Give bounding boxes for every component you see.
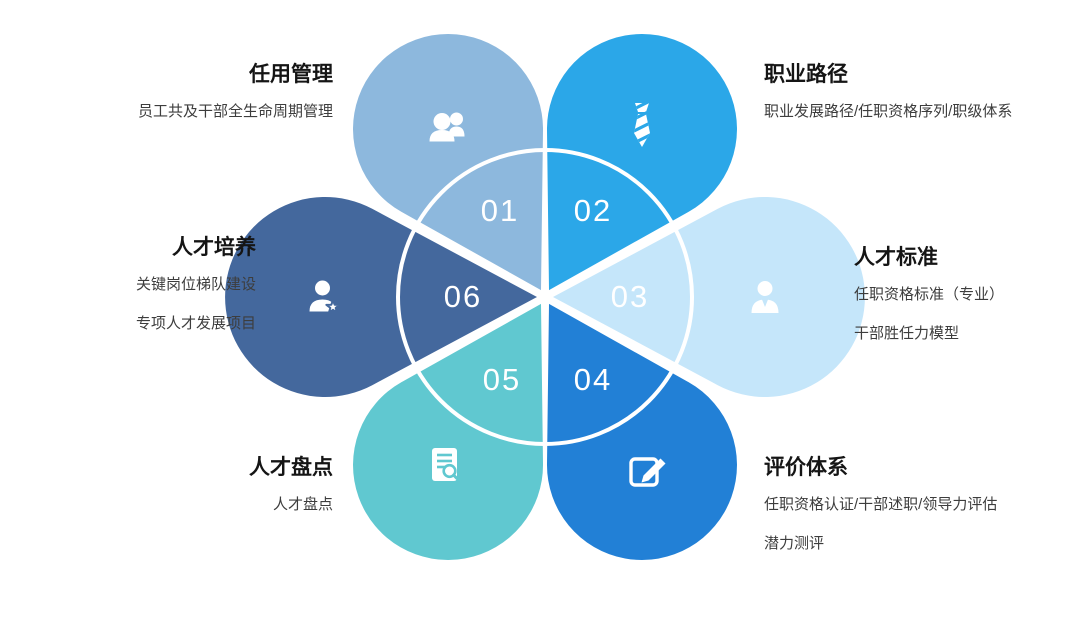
petal-06-number: 06 [443, 279, 483, 314]
people-icon [429, 112, 465, 142]
petal-description: 职业发展路径/任职资格序列/职级体系 [764, 103, 1013, 120]
petal-02-number: 02 [573, 193, 613, 228]
petal-04-number: 04 [573, 362, 613, 397]
petal-description: 员工共及干部全生命周期管理 [137, 103, 333, 120]
label-block-talent-review: 人才盘点 人才盘点 [249, 455, 333, 514]
petal-05-number: 05 [482, 362, 522, 397]
petals [225, 34, 865, 560]
label-block-talent-standard: 人才标准 任职资格标准（专业） 干部胜任力模型 [854, 245, 1004, 343]
tie-icon [634, 103, 650, 147]
petal-01-appointment [353, 34, 544, 291]
petal-03-talent-standard [553, 197, 865, 397]
petal-02-career-path [546, 34, 737, 291]
petal-description: 干部胜任力模型 [854, 325, 960, 342]
petal-title: 人才盘点 [249, 456, 333, 479]
petal-title: 任用管理 [249, 63, 333, 86]
person-star-icon [309, 280, 341, 314]
petal-title: 评价体系 [764, 456, 848, 479]
petal-description: 人才盘点 [272, 496, 333, 513]
petal-description: 专项人才发展项目 [135, 315, 256, 332]
petal-description: 关键岗位梯队建设 [135, 276, 256, 293]
petal-title: 职业路径 [764, 63, 848, 86]
person-icon [751, 281, 779, 313]
center-ring [396, 148, 694, 446]
petal-title: 人才培养 [172, 236, 256, 259]
petal-description: 任职资格标准（专业） [854, 286, 1005, 303]
petal-03-number: 03 [610, 279, 650, 314]
label-block-talent-development: 人才培养 关键岗位梯队建设 专项人才发展项目 [136, 235, 256, 333]
tie-stripes [634, 103, 650, 147]
petal-05-talent-review [353, 303, 544, 560]
report-search-icon [432, 448, 459, 481]
label-block-evaluation: 评价体系 任职资格认证/干部述职/领导力评估 潜力测评 [764, 455, 997, 553]
petal-title: 人才标准 [854, 246, 938, 269]
petal-01-number: 01 [480, 193, 520, 228]
label-block-career-path: 职业路径 职业发展路径/任职资格序列/职级体系 [764, 62, 1012, 121]
edit-icon [629, 457, 666, 487]
petal-description: 任职资格认证/干部述职/领导力评估 [764, 496, 998, 513]
petal-06-talent-development [225, 196, 537, 397]
petal-04-evaluation [546, 303, 737, 560]
petal-description: 潜力测评 [764, 535, 825, 552]
label-block-appointment: 任用管理 员工共及干部全生命周期管理 [138, 62, 333, 121]
